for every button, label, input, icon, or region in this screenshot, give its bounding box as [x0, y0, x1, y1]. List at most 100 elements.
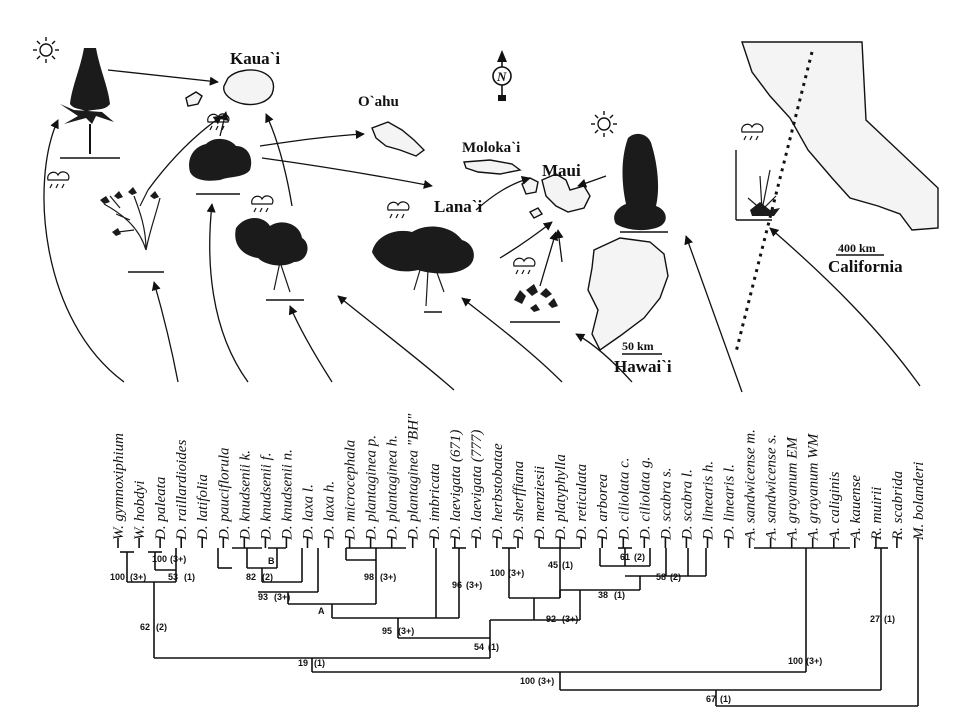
- taxon-label: D. imbricata: [427, 463, 443, 541]
- niihau-map: [185, 91, 203, 107]
- taxon-label: D. herbstobatae: [490, 443, 506, 541]
- taxon-label: R. muirii: [869, 487, 885, 541]
- taxon-label: D. menziesii: [532, 466, 548, 541]
- hawaii-plant-icon: [510, 284, 560, 323]
- support-label: (3+): [562, 614, 578, 624]
- support-label: 45: [548, 560, 558, 570]
- arrow: [499, 221, 553, 259]
- rain-cloud-icon: [47, 171, 70, 189]
- support-label: (1): [720, 694, 731, 704]
- label-california: California: [828, 257, 903, 276]
- arrow: [265, 113, 293, 207]
- oahu-map: [371, 121, 426, 157]
- support-label: 62: [140, 622, 150, 632]
- taxon-label: D. laxa l.: [301, 484, 317, 541]
- taxon-label: D. microcephala: [343, 440, 359, 541]
- support-label: (2): [156, 622, 167, 632]
- taxon-label: D. laxa h.: [322, 481, 338, 541]
- taxon-label: D. laevigata (777): [469, 430, 485, 541]
- support-label: 19: [298, 658, 308, 668]
- taxon-label: D. knudsenii n.: [279, 449, 295, 541]
- hobdyi-plant-icon: [100, 187, 164, 273]
- scale-california: 400 km: [838, 241, 876, 255]
- taxon-label: W. hobdyi: [132, 481, 148, 540]
- taxon-label: M. bolanderi: [911, 462, 927, 541]
- label-hawaii: Hawai`i: [614, 357, 672, 376]
- taxon-label: D. plantaginea "BH": [406, 413, 422, 541]
- support-label: 93: [258, 592, 268, 602]
- taxon-label: D. reticulata: [574, 464, 590, 541]
- arrow: [206, 203, 249, 383]
- support-label: A: [318, 606, 325, 616]
- support-label: 100: [520, 676, 535, 686]
- taxon-label: D. latifolia: [195, 474, 211, 541]
- taxon-label: D. linearis l.: [722, 464, 738, 541]
- support-label: (3+): [274, 592, 290, 602]
- taxon-label: D. sherffiana: [511, 461, 527, 541]
- label-maui: Maui: [542, 161, 581, 180]
- taxon-label: D. arborea: [595, 474, 611, 541]
- taxon-label: A. sandwicense s.: [764, 434, 780, 541]
- plant-illustrations: [60, 48, 780, 323]
- taxon-label: D. ciliolata g.: [637, 457, 653, 541]
- taxon-label: D. knudsenii k.: [237, 450, 253, 541]
- california-map: [741, 41, 939, 231]
- sun-icon: [591, 111, 617, 137]
- arrow: [575, 333, 633, 383]
- madia-plant-icon: [735, 150, 780, 221]
- support-label: 100: [110, 572, 125, 582]
- support-values: 100 (3+) 53 (1) 100 (3+) 62 (2) B 82 (2)…: [110, 552, 895, 704]
- island-labels: Kaua`i O`ahu Moloka`i Maui Lana`i Hawai`…: [230, 49, 903, 376]
- kauai-shrub-icon: [189, 138, 252, 195]
- support-label: 96: [452, 580, 462, 590]
- dotted-divider: [734, 51, 814, 353]
- rain-cloud-icon: [741, 123, 764, 141]
- support-label: (1): [488, 642, 499, 652]
- taxon-label: D. laevigata (671): [448, 430, 464, 541]
- kahoolawe-map: [528, 207, 544, 219]
- arrow: [539, 231, 559, 287]
- support-label: 61: [620, 552, 630, 562]
- arrow: [259, 129, 365, 147]
- arrow: [769, 227, 921, 387]
- arrow: [684, 235, 743, 393]
- support-label: (1): [314, 658, 325, 668]
- arrow: [554, 229, 564, 263]
- taxon-label: D. ciliolata c.: [616, 458, 632, 542]
- taxon-to-plant-arrows: [43, 119, 921, 393]
- taxon-label: W. gymnoxiphium: [111, 433, 127, 540]
- support-label: (1): [562, 560, 573, 570]
- sun-icon: [33, 37, 59, 63]
- taxon-label: A. sandwicense m.: [743, 429, 759, 541]
- arrow: [147, 115, 223, 191]
- rain-cloud-icon: [207, 113, 230, 131]
- taxon-label: A. grayanum EM: [785, 436, 801, 541]
- north-compass: N: [492, 50, 512, 101]
- taxon-label: D. paleata: [153, 477, 169, 541]
- label-molokai: Moloka`i: [462, 140, 520, 156]
- taxon-label: D. raillardioides: [174, 440, 190, 541]
- support-label: 100: [152, 554, 167, 564]
- taxon-label: D. plantaginea h.: [385, 435, 401, 541]
- arrow: [219, 111, 229, 137]
- support-label: (3+): [806, 656, 822, 666]
- arrow: [288, 305, 333, 383]
- support-label: 53: [168, 572, 178, 582]
- wilkesia-plant-icon: [60, 48, 120, 159]
- support-label: 38: [598, 590, 608, 600]
- taxon-label: D. scabra l.: [679, 469, 695, 541]
- taxon-label: D. pauciflorula: [216, 448, 232, 542]
- dispersal-arrows: [107, 69, 607, 287]
- support-label: (3+): [130, 572, 146, 582]
- scale-hawaii: 50 km: [622, 339, 654, 353]
- taxon-label: A. kauense: [848, 475, 864, 541]
- rain-cloud-icon: [387, 201, 410, 219]
- dubautia-rain-icon: [235, 218, 308, 301]
- molokai-map: [463, 159, 522, 175]
- maui-map: [541, 173, 591, 213]
- support-label: (1): [614, 590, 625, 600]
- island-maps: [185, 41, 939, 352]
- support-label: 54: [474, 642, 484, 652]
- support-label: (2): [634, 552, 645, 562]
- rain-cloud-icon: [513, 257, 536, 275]
